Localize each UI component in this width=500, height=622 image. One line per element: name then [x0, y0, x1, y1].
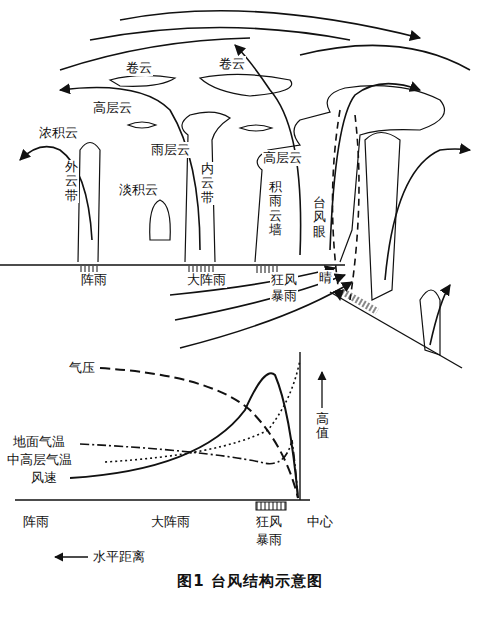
label: 风速	[30, 470, 58, 486]
label: 中心	[306, 514, 334, 530]
label: 高层云	[92, 100, 133, 116]
label: 地面气温	[12, 434, 66, 450]
label: 狂风	[270, 272, 298, 288]
vertical-label: 积雨云墙	[268, 180, 283, 237]
label: 阵雨	[80, 272, 108, 288]
label: 暴雨	[255, 532, 283, 548]
label: 浓积云	[38, 125, 79, 141]
vertical-label: 台风眼	[312, 196, 327, 239]
label: 大阵雨	[186, 272, 227, 288]
label: 淡积云	[118, 182, 159, 198]
label: 气压	[68, 360, 96, 376]
vertical-label: 内云带	[200, 162, 215, 205]
label: 卷云	[125, 60, 153, 76]
label: 阵雨	[22, 514, 50, 530]
label: 卷云	[218, 56, 246, 72]
label: 雨层云	[150, 142, 191, 158]
vertical-label: 外云带	[64, 160, 79, 203]
vertical-label: 高值	[315, 412, 330, 441]
label: 晴	[318, 270, 333, 286]
label: 高层云	[262, 150, 303, 166]
label: 暴雨	[270, 288, 298, 304]
label: 大阵雨	[150, 514, 191, 530]
label: 水平距离	[92, 549, 146, 565]
label: 狂风	[255, 514, 283, 530]
label: 中高层气温	[6, 452, 73, 468]
caption: 图1 台风结构示意图	[0, 572, 500, 591]
